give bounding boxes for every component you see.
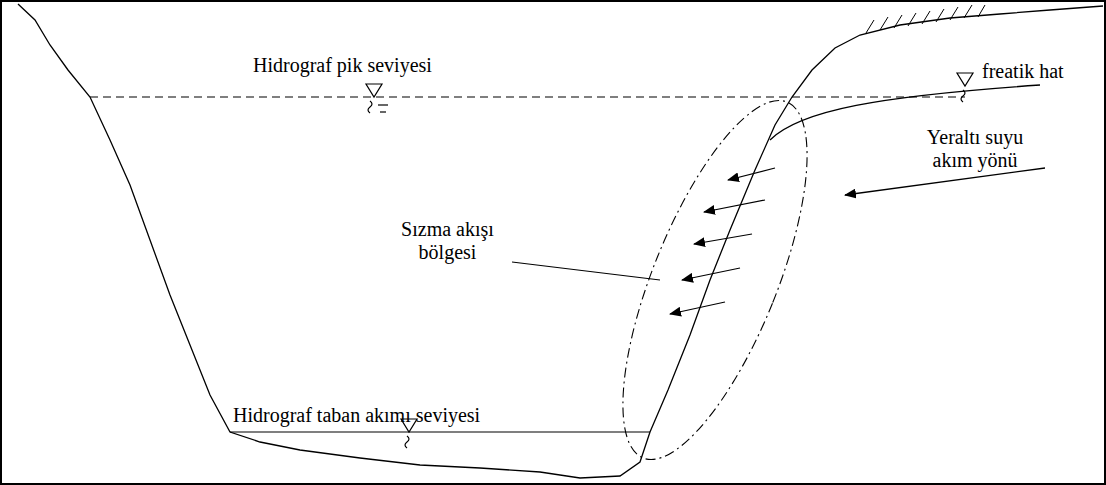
- ground-hatch: [866, 5, 985, 33]
- zone-label: Sızma akışı bölgesi: [385, 218, 510, 264]
- leader-line: [512, 262, 660, 280]
- peak-level-line: [90, 96, 965, 97]
- seepage-zone: [586, 79, 845, 481]
- valley-profile: [18, 4, 1103, 478]
- groundwater-flow-arrow: [845, 168, 1045, 195]
- phreatic-marker: [957, 73, 973, 102]
- peak-level-marker: [366, 84, 388, 113]
- base-flow-line: [230, 431, 650, 432]
- level-label: Hidrograf taban akımı seviyesi: [233, 404, 480, 427]
- line-label: freatik hat: [982, 60, 1064, 83]
- seepage-arrows: [670, 168, 775, 314]
- level-label: Hidrograf pik seviyesi: [253, 54, 432, 77]
- flow-label: Yeraltı suyu akım yönü: [905, 126, 1045, 172]
